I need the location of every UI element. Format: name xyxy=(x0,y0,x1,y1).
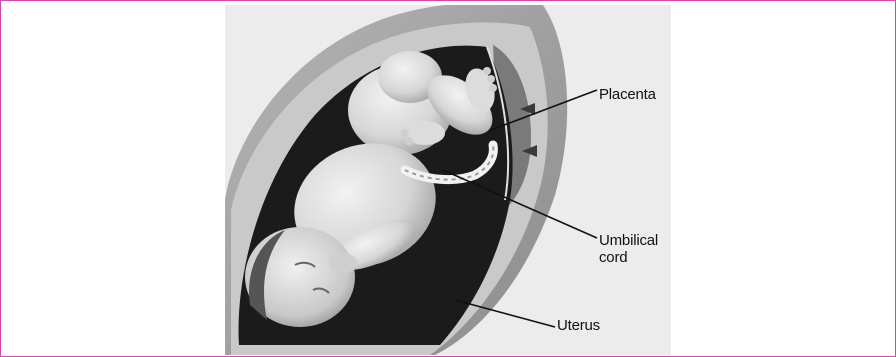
label-umbilical-cord: Umbilical cord xyxy=(599,232,658,266)
label-umbilical-line2: cord xyxy=(599,249,658,266)
fetus-in-uterus-illustration xyxy=(225,5,671,355)
label-uterus: Uterus xyxy=(557,317,600,334)
label-umbilical-line1: Umbilical xyxy=(599,232,658,249)
label-placenta: Placenta xyxy=(599,86,656,103)
